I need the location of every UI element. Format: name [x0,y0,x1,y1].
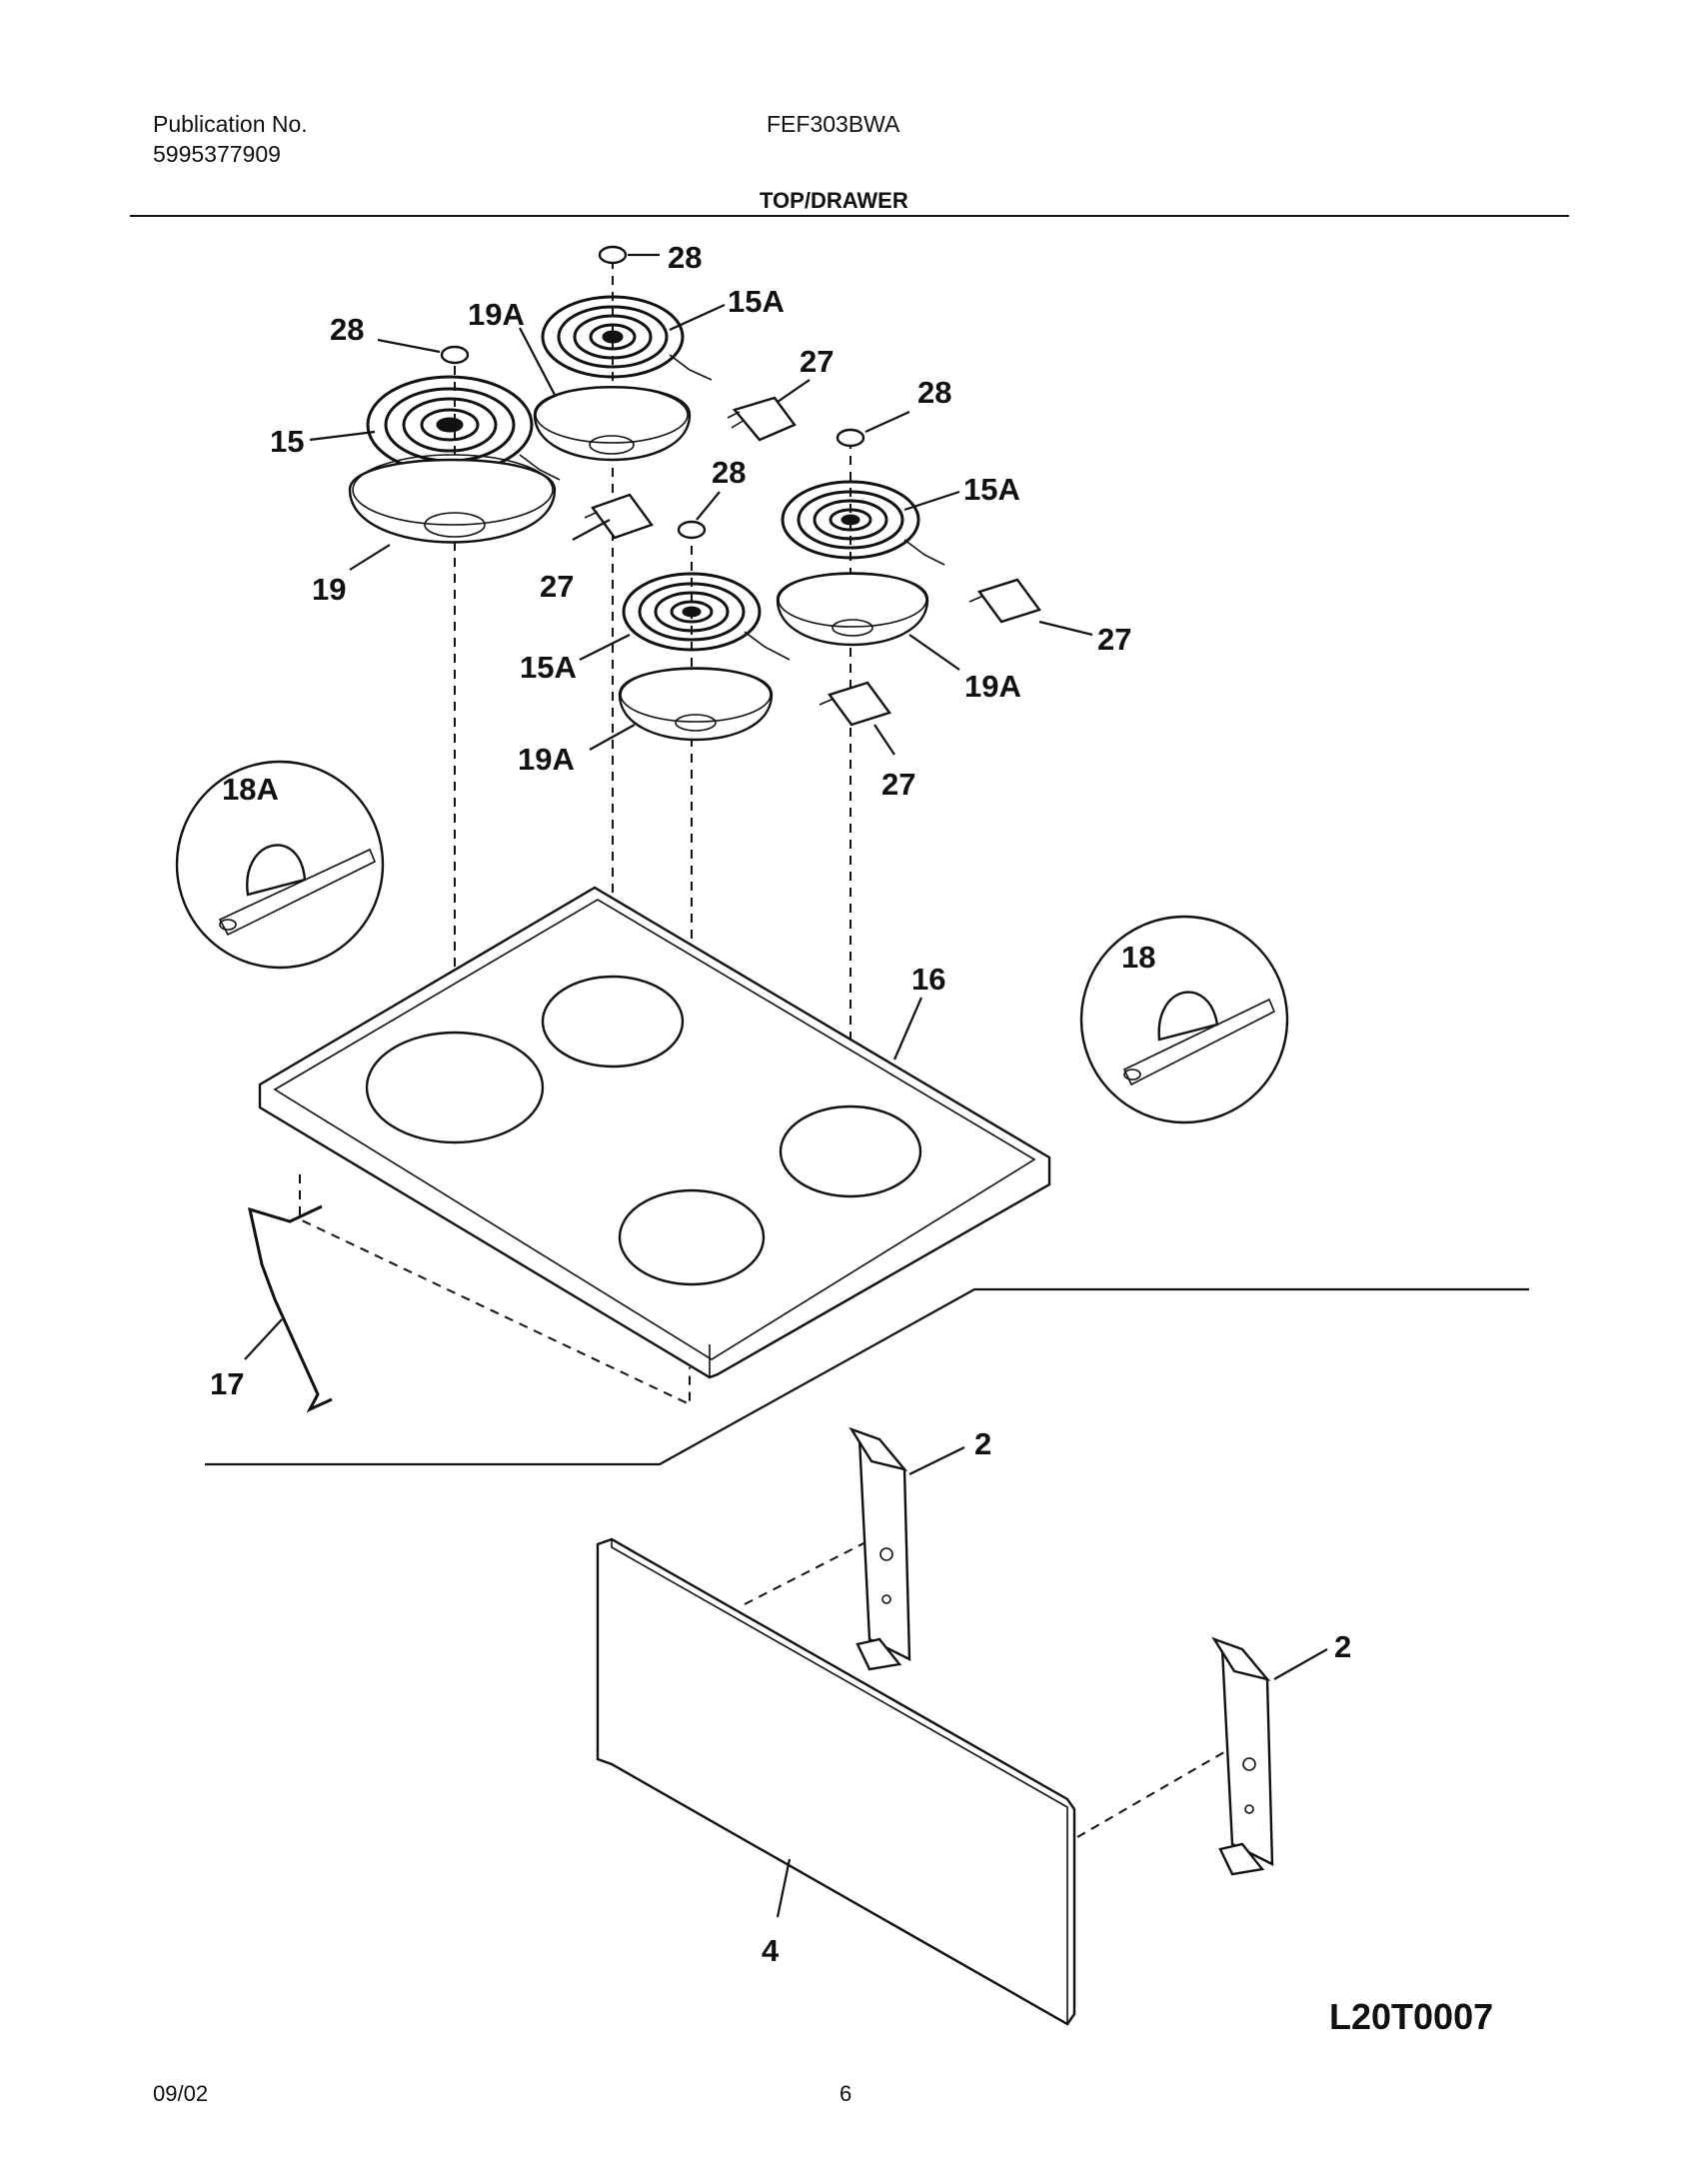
cooktop-16 [258,886,1051,1379]
leader-16 [892,997,923,1061]
publication-label: Publication No. [153,111,308,137]
page-number: 6 [840,2081,853,2106]
leader-28-d [696,491,721,521]
pan-19A-right-rear [776,572,929,647]
leader-28-b [377,338,441,354]
leader-2-lower [1273,1648,1328,1680]
callout-27-b: 27 [540,569,574,604]
callout-17: 17 [210,1366,244,1401]
cap-28-a [598,245,628,265]
leader-15A-front [579,634,631,661]
callout-28-b: 28 [330,312,364,347]
drawer-dash-left [744,1538,872,1605]
callout-28-a: 28 [668,240,702,275]
leader-28-c [864,410,910,434]
pan-19A-front [618,667,774,742]
callout-15A-front: 15A [520,650,577,685]
leader-17 [244,1318,283,1360]
leader-19A-front [589,724,636,751]
drawer-dash-right [1076,1748,1230,1838]
leader-4 [776,1858,792,1918]
callout-2-lower: 2 [1334,1629,1351,1664]
leader-15A-right [903,490,960,512]
leader-19A-right [908,634,960,671]
leader-27-c [1038,620,1093,637]
callout-15A-top: 15A [728,284,785,319]
callout-16: 16 [911,962,945,997]
leader-15A-top [669,303,726,332]
header-rule [130,215,1569,217]
callout-18: 18 [1121,940,1155,975]
footer-date: 09/02 [153,2081,209,2106]
leader-15 [309,430,376,442]
model-number: FEF303BWA [767,111,900,137]
cap-28-b [440,345,470,365]
publication-number: 5995377909 [153,141,281,167]
callout-19A-top: 19A [468,297,525,332]
leader-27-b [572,519,611,541]
element-15A-left-rear [541,295,713,381]
callout-27-a: 27 [800,344,834,379]
callout-18A: 18A [222,772,279,807]
callout-19: 19 [312,572,346,607]
divider-line [205,1287,1529,1466]
leader-2-upper [908,1446,965,1475]
element-15A-front [622,572,791,661]
dashed-frame [299,1174,691,1406]
callout-15A-right: 15A [963,472,1020,507]
callout-2-upper: 2 [974,1426,991,1461]
leader-27-d [873,724,895,756]
callout-4: 4 [762,1933,780,1968]
callout-19A-front: 19A [518,742,575,777]
detail-18 [1079,915,1289,1124]
callout-28-c: 28 [917,375,951,410]
callout-27-d: 27 [881,767,915,802]
receptacle-27-a [727,396,797,442]
callout-15: 15 [270,424,304,459]
callout-28-d: 28 [712,455,746,490]
cap-28-c [836,428,865,448]
pan-19A-left-rear [533,386,692,462]
bracket-2-upper [849,1426,911,1671]
detail-18A [175,760,385,970]
leader-27-a [777,379,811,403]
section-title: TOP/DRAWER [760,188,908,213]
pan-19 [348,454,557,544]
element-15A-right-rear [781,480,945,566]
receptacle-27-b [584,493,654,540]
callout-19A-right: 19A [964,669,1021,704]
leader-19A-top [519,327,556,396]
leader-19 [349,544,391,571]
diagram-code: L20T0007 [1329,1996,1493,2037]
drawer-panel-4 [596,1537,1076,2026]
receptacle-27-c [968,578,1041,624]
cap-28-d [677,520,707,540]
callout-27-c: 27 [1097,622,1131,657]
bracket-2-lower [1211,1636,1274,1876]
hinge-wire-17 [247,1204,333,1413]
receptacle-27-d [819,681,891,727]
